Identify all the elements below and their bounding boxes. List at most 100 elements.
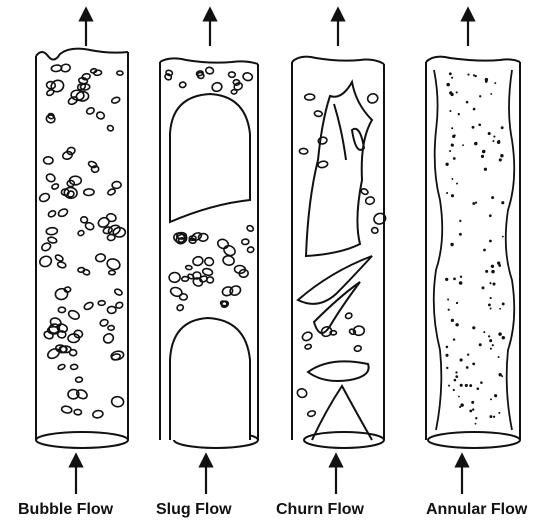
bubble: [176, 304, 184, 312]
droplet: [466, 366, 469, 369]
bubble: [67, 95, 79, 105]
bubble: [371, 227, 378, 234]
droplet: [494, 394, 497, 397]
bubble: [82, 269, 90, 276]
bubble: [204, 257, 214, 267]
droplet: [488, 335, 490, 337]
droplet: [485, 80, 488, 83]
bubble: [345, 312, 353, 319]
bubble: [86, 107, 95, 115]
droplet: [453, 389, 455, 391]
bubble: [83, 301, 94, 311]
bubble: [95, 253, 105, 262]
bubble: [55, 288, 68, 300]
bubble: [365, 196, 375, 205]
droplet: [492, 344, 494, 346]
bubble: [47, 113, 54, 120]
bubble: [40, 242, 51, 253]
bubble: [88, 160, 98, 168]
droplet: [472, 126, 475, 129]
droplet: [453, 157, 456, 160]
bubble: [84, 189, 95, 196]
bubble: [165, 70, 173, 77]
droplet: [489, 240, 492, 243]
bubble: [99, 318, 109, 327]
droplet: [475, 202, 477, 204]
bubble: [38, 192, 50, 203]
droplet: [480, 381, 483, 384]
bubble: [61, 405, 72, 413]
bubble: [304, 344, 311, 350]
droplet: [499, 158, 502, 161]
bubble: [90, 68, 97, 73]
bubble: [78, 77, 88, 84]
bubble: [317, 160, 328, 168]
droplet: [481, 155, 484, 158]
droplet: [492, 140, 494, 142]
droplet: [476, 387, 479, 390]
panel-annular-flow: Annular Flow: [426, 14, 528, 518]
droplet: [466, 101, 469, 104]
droplet: [448, 385, 450, 387]
bubble: [169, 286, 183, 298]
bubble: [57, 363, 65, 370]
panel-slug-flow: Slug Flow: [156, 14, 258, 518]
bubble: [179, 82, 186, 88]
droplet: [455, 371, 457, 373]
droplet: [460, 276, 462, 278]
droplet: [454, 379, 457, 382]
droplet: [459, 281, 463, 285]
droplet: [492, 282, 495, 285]
droplet: [445, 278, 448, 281]
droplet: [500, 154, 503, 157]
droplet: [489, 214, 492, 217]
bubble: [107, 188, 116, 196]
bubble: [69, 349, 77, 355]
droplet: [494, 82, 496, 84]
bubble: [106, 257, 122, 271]
bubble: [108, 325, 115, 330]
bubble: [318, 136, 328, 144]
bubble: [242, 72, 253, 81]
droplet: [490, 398, 492, 400]
droplet: [498, 264, 501, 267]
droplet: [490, 308, 492, 310]
droplet: [456, 183, 458, 185]
droplet: [488, 132, 491, 135]
droplet: [479, 343, 482, 346]
bubble: [102, 332, 115, 345]
droplet: [498, 140, 500, 142]
droplet: [453, 278, 456, 281]
droplet: [472, 408, 474, 410]
droplet: [460, 403, 464, 407]
droplet: [446, 367, 448, 369]
bubble: [46, 227, 58, 235]
droplet: [490, 93, 492, 95]
bubble: [222, 244, 237, 258]
droplet: [469, 409, 472, 412]
droplet: [446, 346, 449, 349]
bubble: [228, 72, 235, 78]
bubble: [38, 255, 53, 269]
bubble: [92, 410, 103, 419]
bubble: [305, 94, 315, 100]
droplet: [501, 126, 504, 129]
bubble: [57, 208, 69, 218]
bubble: [354, 345, 362, 352]
droplet: [483, 331, 485, 333]
panel-label-bubble-flow: Bubble Flow: [18, 501, 114, 518]
droplet: [501, 375, 503, 377]
droplet: [473, 74, 475, 76]
droplet: [498, 412, 500, 414]
droplet: [471, 401, 474, 404]
bubble: [314, 111, 322, 117]
bubble: [164, 73, 172, 81]
bubble: [296, 388, 308, 399]
bubble: [246, 225, 254, 233]
bubble: [169, 272, 181, 283]
bubble: [301, 331, 313, 343]
bubble: [360, 188, 369, 196]
droplet: [458, 396, 460, 398]
droplet-cluster: [445, 72, 505, 424]
